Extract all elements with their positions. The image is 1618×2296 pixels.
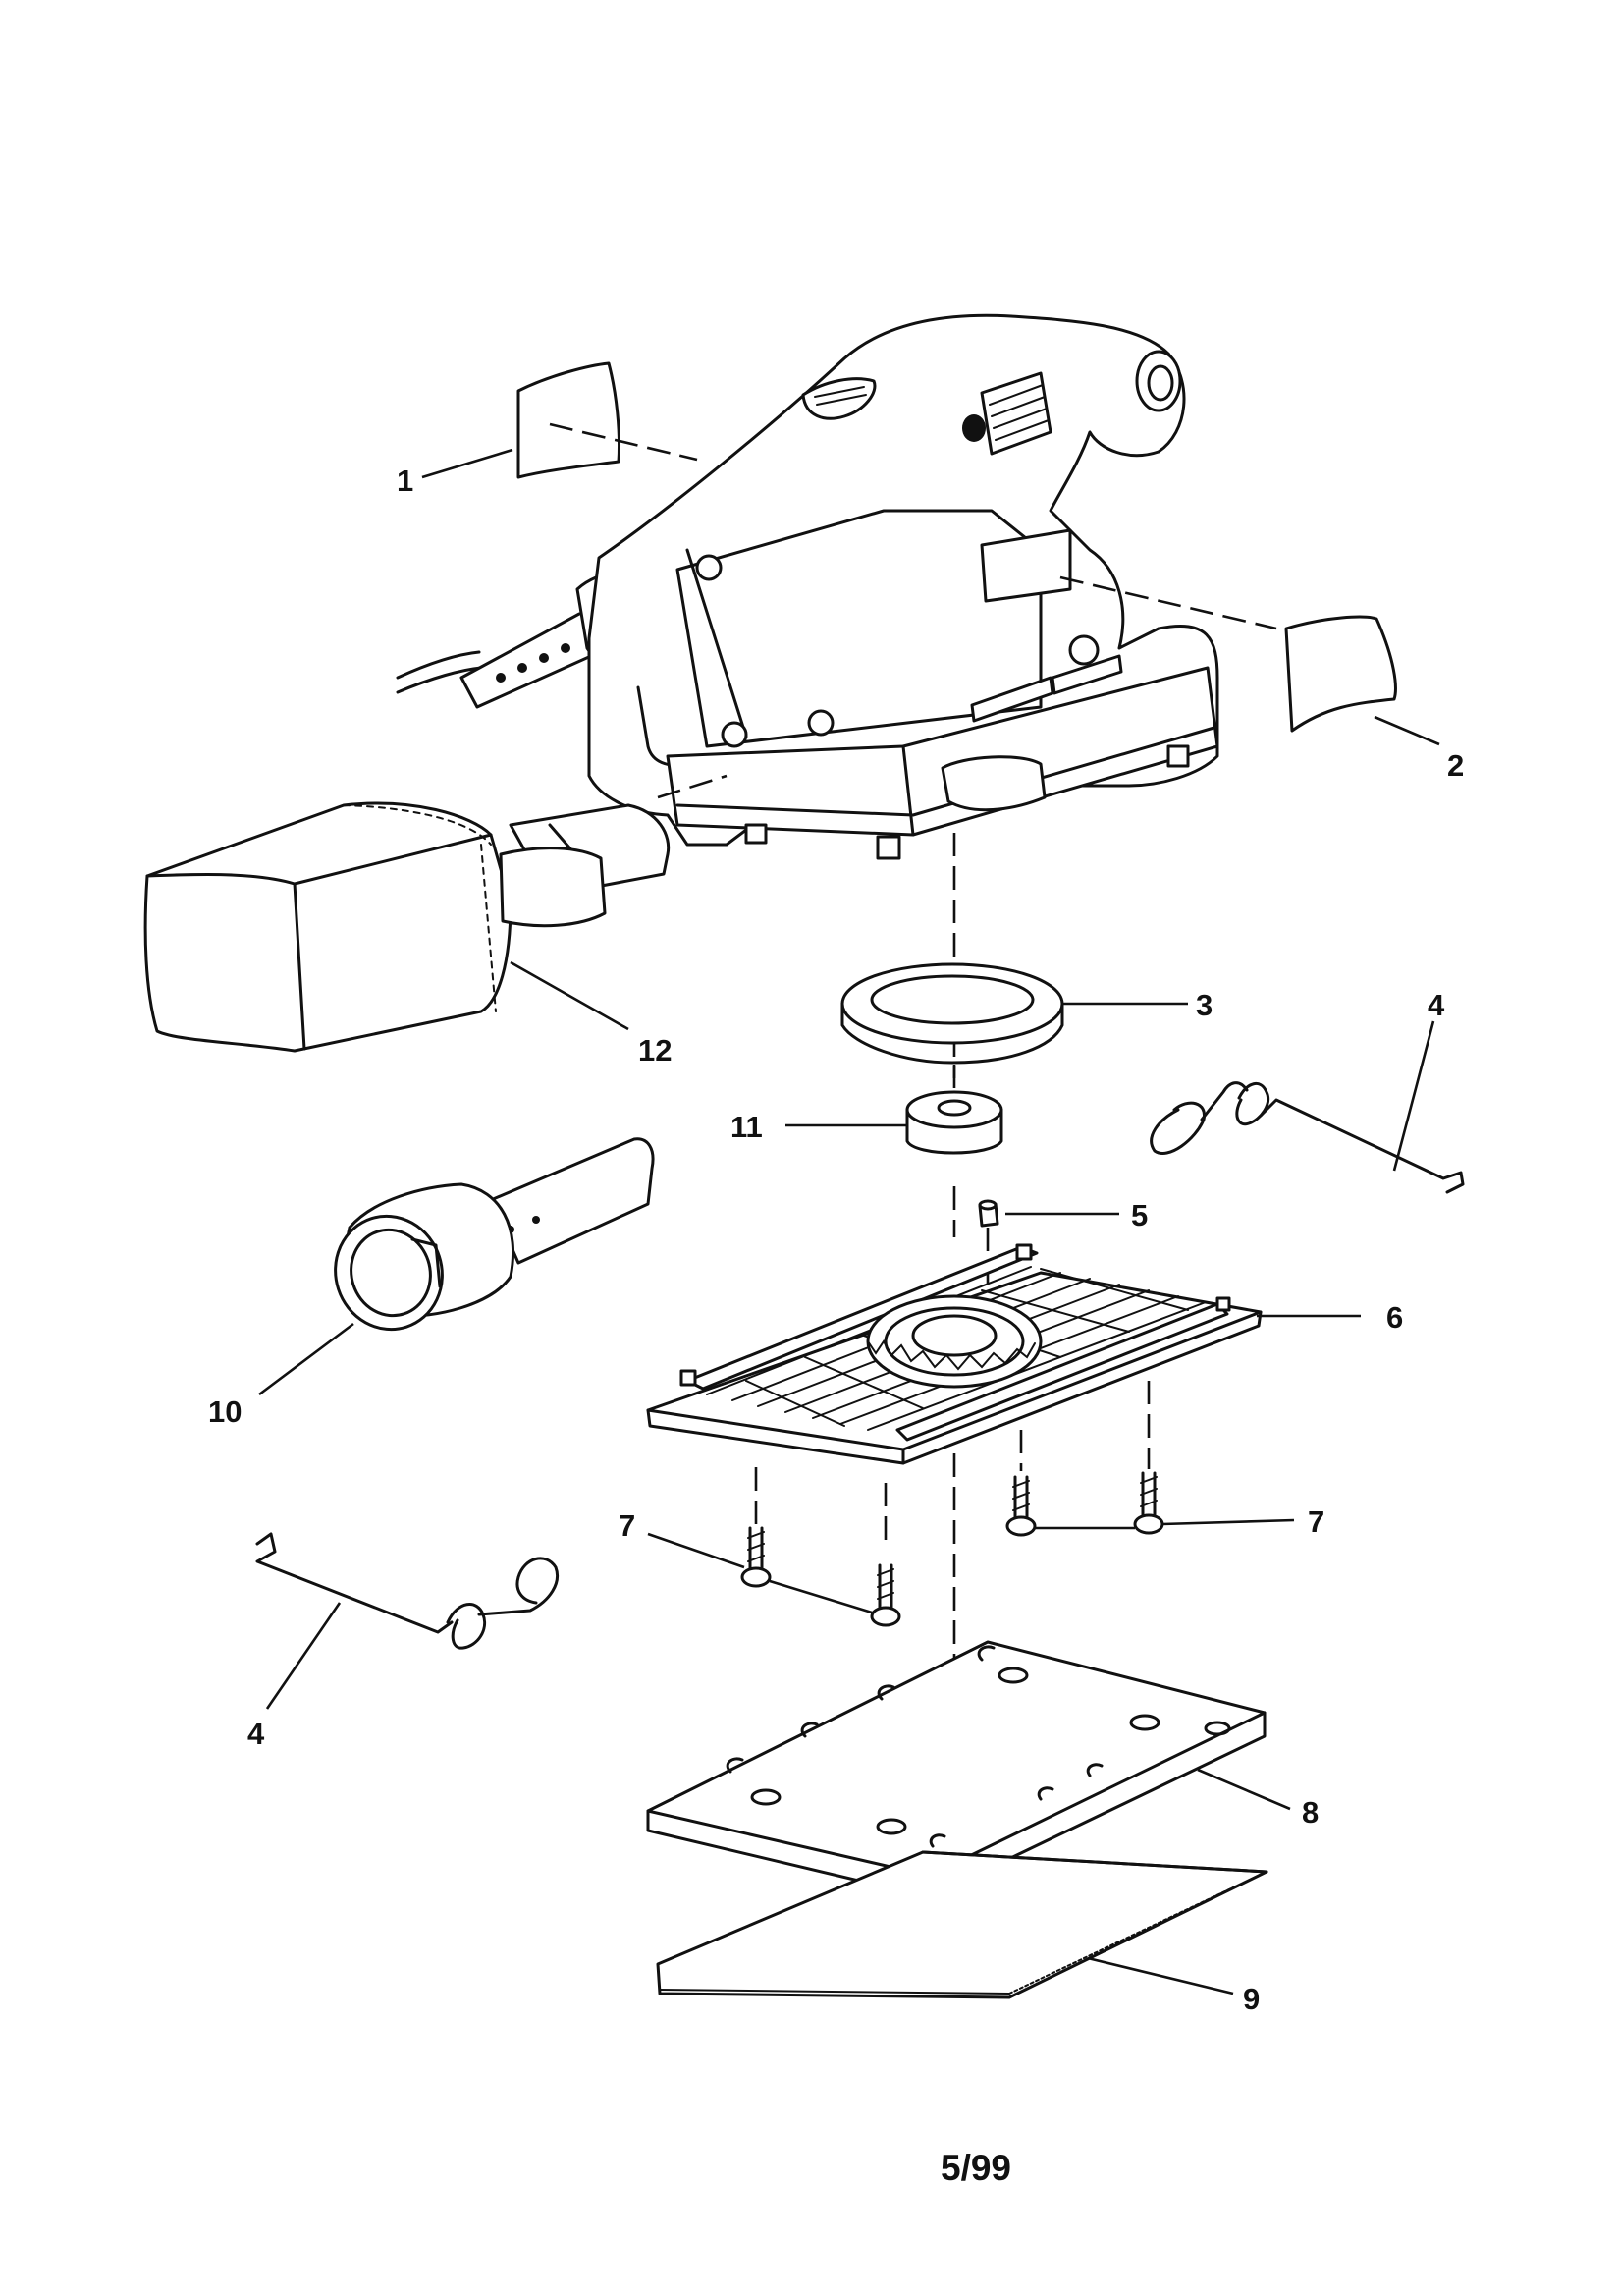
sander-body — [396, 313, 1219, 860]
part-9-sandpaper: 9 — [656, 1850, 1268, 2016]
part-1-label-plate: 1 — [397, 361, 698, 498]
part-4-spring-clip-right: 4 — [1150, 988, 1465, 1194]
label-10: 10 — [208, 1394, 242, 1429]
label-8: 8 — [1302, 1795, 1319, 1830]
label-2: 2 — [1447, 748, 1464, 783]
label-11: 11 — [730, 1110, 763, 1144]
part-7-screws-right: 7 — [1005, 1471, 1324, 1539]
part-11-bushing: 11 — [730, 1090, 1003, 1155]
label-7-right: 7 — [1308, 1504, 1324, 1539]
label-7-left: 7 — [619, 1508, 635, 1543]
label-1: 1 — [397, 464, 413, 498]
label-4-right: 4 — [1428, 988, 1445, 1022]
part-12-dust-bag: 12 — [143, 774, 728, 1067]
date-code: 5/99 — [941, 2148, 1011, 2188]
part-7-screws-left: 7 — [619, 1508, 901, 1627]
grip-ridges — [962, 371, 1052, 456]
label-4-left: 4 — [247, 1717, 265, 1751]
label-12: 12 — [638, 1033, 672, 1067]
part-4-spring-clip-left: 4 — [247, 1532, 559, 1751]
part-3-seal-ring: 3 — [840, 962, 1213, 1065]
part-8-pad: 8 — [646, 1640, 1319, 1899]
part-6-base-plate: 6 — [646, 1243, 1403, 1465]
label-9: 9 — [1243, 1982, 1260, 2016]
part-10-adapter: 10 — [208, 1137, 655, 1429]
label-5: 5 — [1131, 1198, 1148, 1232]
label-6: 6 — [1386, 1300, 1403, 1335]
part-2-label-plate: 2 — [1059, 575, 1464, 783]
label-3: 3 — [1196, 988, 1213, 1022]
